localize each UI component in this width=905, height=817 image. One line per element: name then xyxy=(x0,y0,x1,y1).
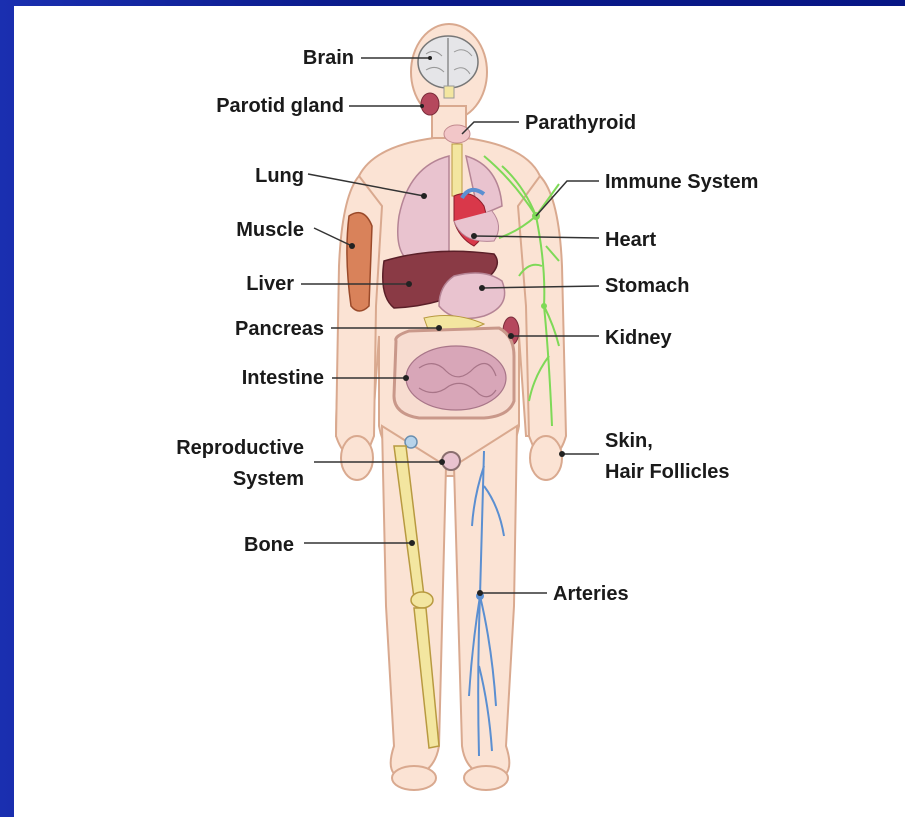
label-reproductive-system-line1: Reproductive xyxy=(144,436,304,460)
label-reproductive-system-line2: System xyxy=(144,467,304,491)
label-stomach: Stomach xyxy=(605,274,689,298)
label-bone: Bone xyxy=(194,533,294,557)
label-liver: Liver xyxy=(194,272,294,296)
label-brain: Brain xyxy=(254,46,354,70)
label-parathyroid: Parathyroid xyxy=(525,111,636,135)
parathyroid-organ xyxy=(444,125,470,143)
diagram-canvas: Brain Parotid gland Lung Muscle Liver Pa… xyxy=(14,6,905,817)
label-immune-system: Immune System xyxy=(605,170,758,194)
trachea xyxy=(452,144,462,196)
parotid-gland-organ xyxy=(421,93,439,115)
small-intestine xyxy=(406,346,506,410)
label-muscle: Muscle xyxy=(194,218,304,242)
label-arteries: Arteries xyxy=(553,582,629,606)
label-heart: Heart xyxy=(605,228,656,252)
label-intestine: Intestine xyxy=(184,366,324,390)
label-lung: Lung xyxy=(204,164,304,188)
label-skin-line1: Skin, xyxy=(605,429,653,453)
muscle-organ xyxy=(347,213,372,311)
label-parotid-gland: Parotid gland xyxy=(164,94,344,118)
label-kidney: Kidney xyxy=(605,326,672,350)
label-pancreas: Pancreas xyxy=(184,317,324,341)
human-body-diagram xyxy=(14,6,905,817)
label-skin-line2: Hair Follicles xyxy=(605,460,730,484)
